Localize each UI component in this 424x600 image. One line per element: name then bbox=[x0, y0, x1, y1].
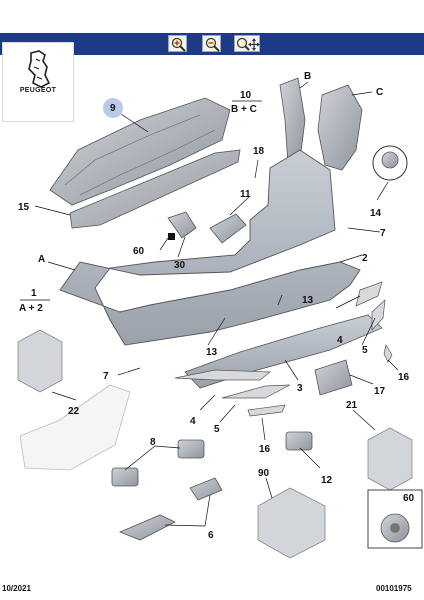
callout-2: 2 bbox=[362, 253, 368, 264]
peugeot-lion-icon bbox=[28, 50, 51, 88]
callout-7-upper: 7 bbox=[380, 228, 386, 239]
brand-logo: PEUGEOT bbox=[2, 42, 74, 122]
bracket-c-part bbox=[317, 84, 363, 171]
zoom-pan-icon bbox=[236, 37, 260, 51]
clip-14-part bbox=[372, 145, 408, 181]
callout-6: 6 bbox=[208, 530, 214, 541]
callout-12: 12 bbox=[321, 475, 333, 486]
callout-90: 90 bbox=[258, 468, 270, 479]
kit-90-box bbox=[257, 487, 326, 559]
callout-17: 17 bbox=[374, 386, 386, 397]
bracket-30-part bbox=[167, 211, 197, 239]
leader-lines bbox=[34, 81, 399, 527]
callout-10-bottom: B + C bbox=[231, 104, 257, 115]
callout-21: 21 bbox=[346, 400, 358, 411]
zoom-in-button[interactable] bbox=[168, 35, 187, 52]
bumper-outline-22 bbox=[19, 384, 131, 471]
callout-10-top: 10 bbox=[240, 90, 252, 101]
zoom-in-icon bbox=[171, 37, 186, 52]
trim-strip-part bbox=[174, 281, 393, 417]
callout-4-right: 4 bbox=[337, 335, 343, 346]
footer-date: 10/2021 bbox=[2, 584, 31, 593]
footer-code: 00101975 bbox=[376, 584, 412, 593]
toolbar bbox=[0, 33, 424, 55]
callout-3: 3 bbox=[297, 383, 303, 394]
callout-7-lower: 7 bbox=[103, 371, 109, 382]
exhaust-tip-part bbox=[111, 431, 313, 487]
callout-60: 60 bbox=[133, 246, 145, 257]
zoom-pan-button[interactable] bbox=[234, 35, 260, 52]
bracket-11-part bbox=[209, 213, 247, 244]
brand-name: PEUGEOT bbox=[19, 87, 57, 94]
zoom-out-button[interactable] bbox=[202, 35, 221, 52]
plate-17-part bbox=[314, 359, 353, 396]
callout-1-bottom: A + 2 bbox=[19, 303, 43, 314]
callout-5-right: 5 bbox=[362, 345, 368, 356]
bracket-6-part bbox=[118, 477, 223, 541]
callout-13-right: 13 bbox=[302, 295, 314, 306]
callout-5-left: 5 bbox=[214, 424, 220, 435]
callout-13-left: 13 bbox=[206, 347, 218, 358]
kit-22-box bbox=[17, 329, 63, 393]
highlight-circle bbox=[103, 98, 123, 118]
callout-30: 30 bbox=[174, 260, 186, 271]
callout-15: 15 bbox=[18, 202, 30, 213]
callout-8: 8 bbox=[150, 437, 156, 448]
callout-b: B bbox=[304, 71, 311, 82]
callout-4-left: 4 bbox=[190, 416, 196, 427]
callout-18: 18 bbox=[253, 146, 265, 157]
callout-16-right: 16 bbox=[398, 372, 410, 383]
zoom-out-icon bbox=[205, 37, 220, 52]
reinforcement-beam-part bbox=[69, 149, 241, 229]
energy-absorber-part bbox=[49, 97, 231, 206]
inset-60-box bbox=[367, 489, 423, 549]
callout-22: 22 bbox=[68, 406, 80, 417]
callout-14: 14 bbox=[370, 208, 382, 219]
sensor-60-part bbox=[168, 233, 175, 240]
kit-21-box bbox=[367, 427, 413, 491]
callout-a: A bbox=[38, 254, 45, 265]
callout-9: 9 bbox=[110, 103, 116, 114]
callout-1-top: 1 bbox=[31, 288, 37, 299]
diffuser-part bbox=[184, 314, 383, 389]
rear-bumper-part bbox=[59, 149, 361, 346]
callout-11: 11 bbox=[240, 189, 251, 200]
callout-c: C bbox=[376, 87, 383, 98]
callout-60-inset: 60 bbox=[403, 493, 415, 504]
callout-16-left: 16 bbox=[259, 444, 271, 455]
